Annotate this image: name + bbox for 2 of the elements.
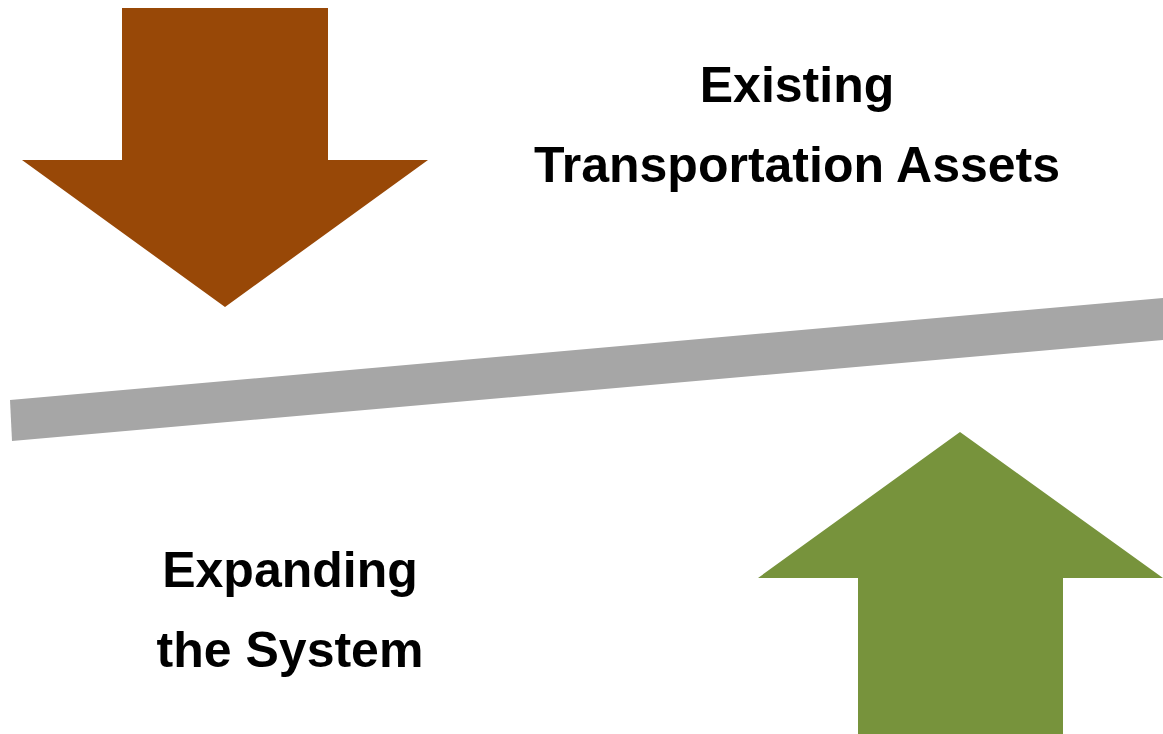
heading-text: Existing Transportation Assets bbox=[532, 56, 1062, 195]
heading-text: Expanding the System bbox=[155, 541, 425, 680]
